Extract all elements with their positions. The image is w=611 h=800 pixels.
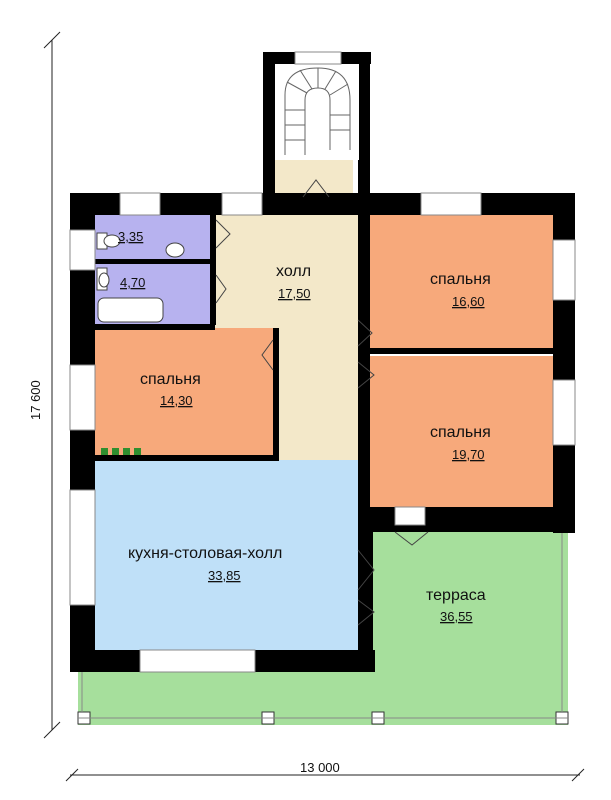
kitchen-name: кухня-столовая-холл: [128, 545, 282, 562]
height-dimension-label: 17 600: [28, 380, 43, 420]
height-dimension: [43, 31, 61, 739]
wc-1-area: 3,35: [118, 229, 143, 244]
kitchen-area: 33,85: [208, 568, 241, 583]
bedroom-e: [368, 356, 553, 509]
terrace-name: терраса: [426, 587, 486, 604]
bedroom-ne: [368, 213, 553, 350]
width-dimension: [65, 768, 585, 782]
bedroom-w-area: 14,30: [160, 393, 193, 408]
floor-markers: [101, 448, 141, 455]
bedroom-ne-area: 16,60: [452, 294, 485, 309]
bedroom-ne-name: спальня: [430, 271, 491, 288]
hall-name: холл: [276, 263, 311, 280]
bedroom-e-name: спальня: [430, 424, 491, 441]
windows: [69, 192, 576, 673]
terrace-area: 36,55: [440, 609, 473, 624]
width-dimension-label: 13 000: [300, 760, 340, 775]
terrace-railing: [78, 530, 568, 719]
bedroom-w-name: спальня: [140, 371, 201, 388]
bedroom-e-area: 19,70: [452, 447, 485, 462]
hall-area: 17,50: [278, 286, 311, 301]
bedroom-w: [95, 328, 273, 456]
stairwell: [263, 51, 371, 197]
wc-2-area: 4,70: [120, 275, 145, 290]
kitchen: [95, 460, 360, 650]
doors: [215, 179, 429, 626]
plumbing-fixtures: [96, 232, 185, 323]
